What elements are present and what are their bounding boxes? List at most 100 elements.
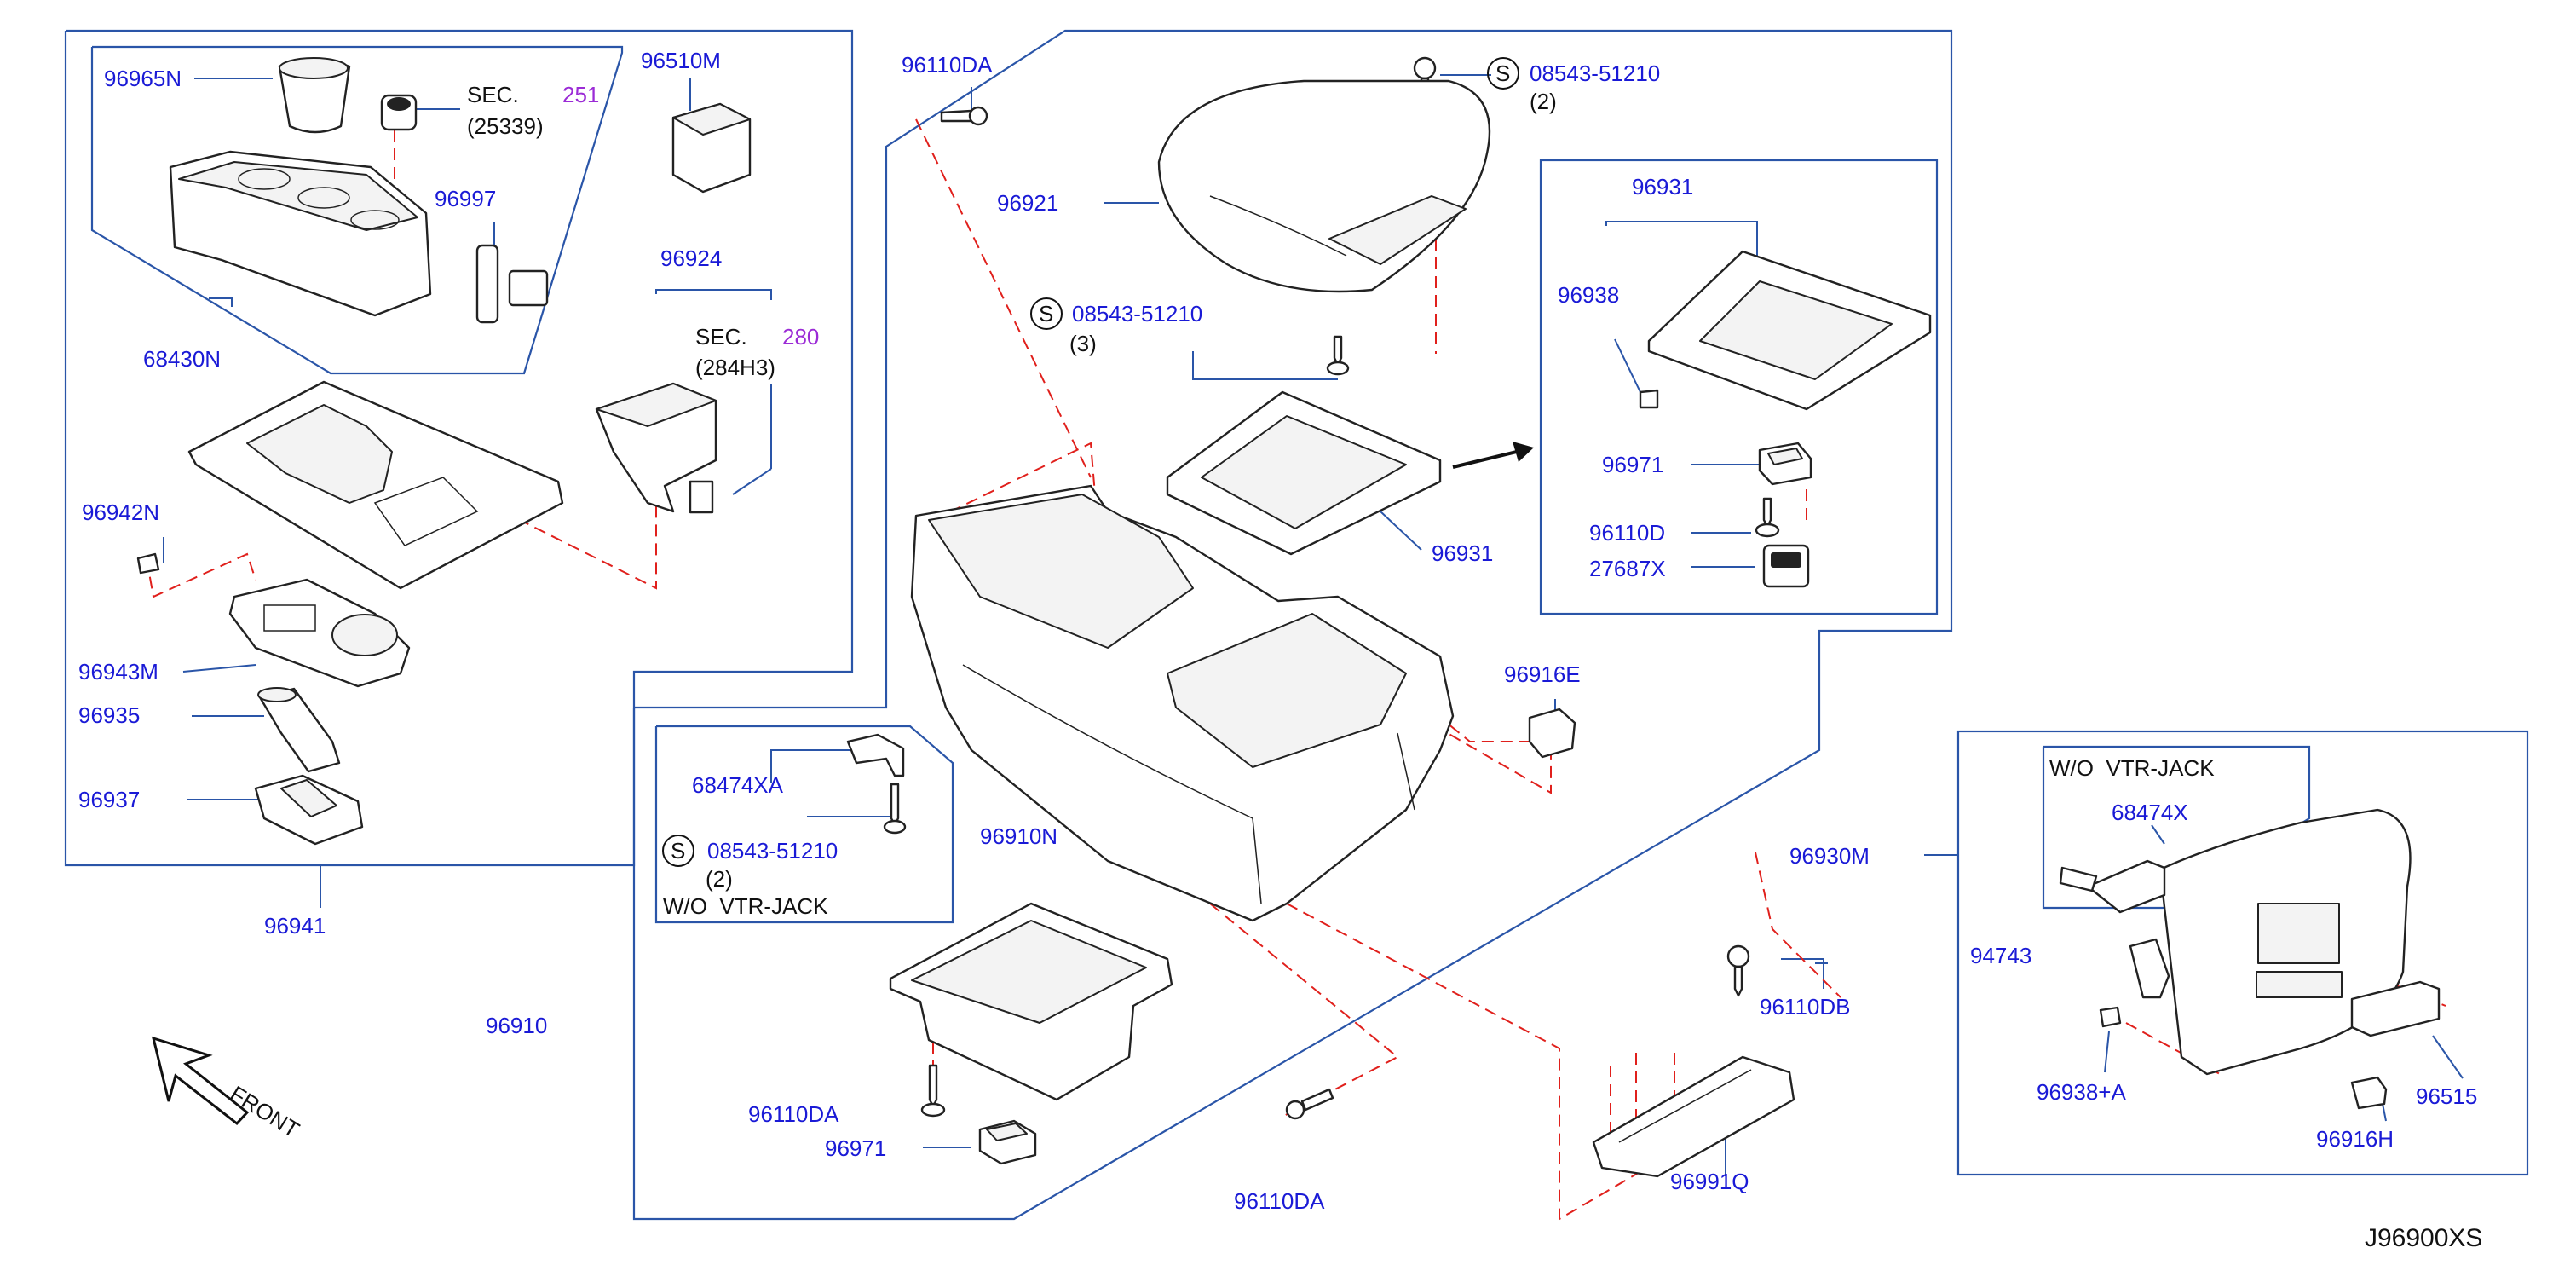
leader-lines [163,74,2464,1176]
label-08543-top: 08543-51210 [1530,61,1660,86]
label-08543-mid: 08543-51210 [1072,301,1202,326]
screw-spec-icon-left [662,835,694,867]
sec-ref-1-sub: (25339) [467,113,544,139]
label-96921: 96921 [997,190,1058,216]
label-96924: 96924 [660,245,722,271]
label-08543-left-qty: (2) [706,866,733,892]
label-96971-low: 96971 [825,1135,886,1161]
label-08543-left: 08543-51210 [707,838,838,864]
bracket-94743 [2129,938,2170,999]
label-96997: 96997 [435,186,496,211]
label-96110DB: 96110DB [1760,994,1851,1020]
label-27687X: 27687X [1589,556,1666,581]
cup-insert-part [278,57,351,134]
lid-96515 [2350,980,2441,1037]
sec-ref-1-number: 251 [562,82,599,107]
clip-96916H [2350,1076,2388,1110]
label-94743: 94743 [1970,943,2031,968]
screw-96110DA-top [940,106,988,126]
label-96943M: 96943M [78,659,158,684]
bulb-socket-part [475,244,549,324]
label-96110DA-top: 96110DA [902,52,993,78]
label-96515: 96515 [2416,1083,2477,1109]
label-68430N: 68430N [143,346,221,372]
inset-switch-96971 [1758,442,1812,486]
jack-27687X [1762,544,1810,588]
inset-arrow [1452,442,1534,469]
label-96110DA-bottom: 96110DA [1234,1188,1325,1214]
inset-clip-96938 [1639,389,1659,409]
label-96938: 96938 [1558,282,1619,308]
screw-96110DB [1726,944,1750,997]
label-96110D: 96110D [1589,520,1665,546]
label-96937: 96937 [78,787,140,812]
label-96916H: 96916H [2316,1126,2394,1152]
front-arrow-icon [151,1036,250,1126]
shift-indicator-part [228,578,411,688]
screw-08543-mid [1326,335,1350,376]
upper-left-group-box [64,29,854,867]
screw-08543-left [883,783,907,835]
bracket-68474XA [846,733,905,777]
label-08543-top-qty: (2) [1530,89,1557,114]
screw-spec-icon-mid [1030,297,1063,330]
clip-96916E [1528,708,1576,759]
label-96935: 96935 [78,702,140,728]
coin-box-part [595,382,717,514]
sec-ref-2-prefix: SEC. [695,324,747,349]
label-96931: 96931 [1432,540,1493,566]
console-tray-part [889,902,1173,1101]
clip-block-part [671,102,752,194]
label-96510M: 96510M [641,48,721,73]
note-wo-vtr-jack-left: W/O VTR-JACK [663,893,828,919]
cupholder-tray-part [169,150,432,317]
cover-96991Q [1592,1055,1795,1178]
armrest-lid-part [1157,79,1491,293]
switch-96971-lower [978,1119,1037,1165]
label-96110DA-low: 96110DA [748,1101,839,1127]
clip-96938A [2099,1006,2122,1028]
screw-96110DA-bottom [1285,1088,1334,1120]
cupholder-subgroup-box [90,45,624,375]
inset-lid-part [1647,250,1932,411]
label-96930M: 96930M [1789,843,1870,869]
label-96910N: 96910N [980,823,1057,849]
label-96941: 96941 [264,913,326,939]
label-96991Q: 96991Q [1670,1169,1749,1194]
rear-panel-group-box [1956,730,2529,1176]
label-68474X: 68474X [2112,800,2188,825]
label-96938A: 96938+A [2037,1079,2126,1105]
vtr-jack-left-inset-box [654,725,954,924]
note-wo-vtr-jack-right: W/O VTR-JACK [2049,755,2215,781]
bracket-68474X [2059,859,2166,914]
label-96910: 96910 [486,1013,547,1038]
boot-base-part [254,774,364,846]
screw-spec-symbol-top: S [1495,61,1510,86]
screw-96110D [1755,497,1780,538]
label-96965N: 96965N [104,66,182,91]
screw-spec-icon-top [1487,57,1519,90]
label-68474XA: 68474XA [692,772,784,798]
clip-96942N [136,552,160,575]
sec-ref-2-number: 280 [782,324,819,349]
armrest-lid-inset-box [1539,159,1939,615]
screw-spec-symbol-mid: S [1039,301,1053,326]
sec-ref-2-sub: (284H3) [695,355,775,380]
label-96942N: 96942N [82,500,159,525]
shift-boot-part [257,687,341,773]
screw-spec-symbol-left: S [671,838,685,864]
lid-frame-part [1166,390,1442,556]
screw-96110DA-low [920,1064,946,1118]
label-96971-inset: 96971 [1602,452,1663,477]
console-finisher-panel [187,380,564,590]
label-08543-mid-qty: (3) [1069,331,1097,356]
sec-ref-1-prefix: SEC. [467,82,519,107]
drawing-code: J96900XS [2365,1224,2482,1252]
main-console-group-box [632,29,1953,1221]
console-body-part [910,484,1455,922]
label-96916E: 96916E [1504,661,1581,687]
socket-part [380,94,418,131]
rear-panel-part [2158,808,2412,1076]
label-96931-inset: 96931 [1632,174,1693,199]
